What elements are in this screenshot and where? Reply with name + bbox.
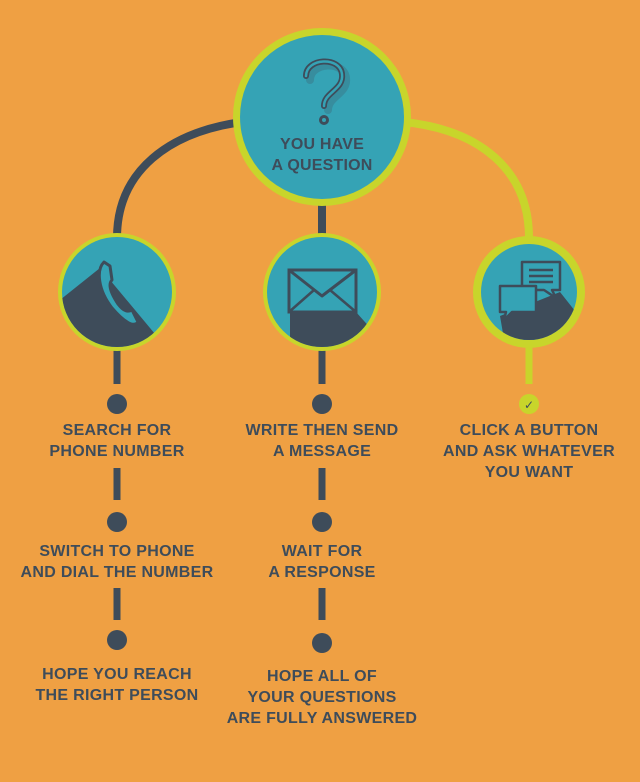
step-left-2: SWITCH TO PHONE AND DIAL THE NUMBER (7, 541, 227, 583)
step-left-2-line-2: AND DIAL THE NUMBER (20, 564, 214, 581)
step-center-3-line-3: ARE FULLY ANSWERED (226, 710, 418, 727)
step-center-1-line-2: A MESSAGE (272, 443, 372, 460)
chat-node (473, 236, 585, 348)
step-right-1-line-2: AND ASK WHATEVER (443, 443, 615, 460)
step-dot-center-1 (312, 394, 332, 414)
step-center-2-line-2: A RESPONSE (268, 564, 376, 581)
step-dot-center-2 (312, 512, 332, 532)
step-center-1-line-1: WRITE THEN SEND (245, 422, 399, 439)
question-mark-icon (303, 58, 351, 125)
step-left-1-line-1: SEARCH FOR (62, 422, 172, 439)
root-label: YOU HAVE A QUESTION (252, 134, 392, 176)
step-center-3-line-1: HOPE ALL OF (267, 668, 377, 685)
step-left-3: HOPE YOU REACH THE RIGHT PERSON (17, 664, 217, 706)
root-label-line-2: A QUESTION (271, 157, 373, 174)
step-left-3-line-1: HOPE YOU REACH (42, 666, 192, 683)
step-right-1-line-3: YOU WANT (484, 464, 574, 481)
step-center-3-line-2: YOUR QUESTIONS (247, 689, 397, 706)
step-center-1: WRITE THEN SEND A MESSAGE (217, 420, 427, 462)
step-dot-center-3 (312, 633, 332, 653)
step-center-2-line-1: WAIT FOR (281, 543, 363, 560)
step-center-3: HOPE ALL OF YOUR QUESTIONS ARE FULLY ANS… (212, 666, 432, 729)
step-left-2-line-1: SWITCH TO PHONE (39, 543, 195, 560)
check-mark-icon: ✓ (524, 398, 534, 412)
step-left-1-line-2: PHONE NUMBER (49, 443, 185, 460)
connector-arc-right (403, 118, 533, 239)
step-dot-left-3 (107, 630, 127, 650)
step-center-2: WAIT FOR A RESPONSE (222, 541, 422, 583)
root-node (233, 28, 411, 206)
envelope-node (263, 233, 381, 351)
step-left-3-line-2: THE RIGHT PERSON (35, 687, 199, 704)
chat-bubbles-icon (498, 260, 562, 322)
step-left-1: SEARCH FOR PHONE NUMBER (17, 420, 217, 462)
step-right-1-line-1: CLICK A BUTTON (459, 422, 599, 439)
step-right-1: CLICK A BUTTON AND ASK WHATEVER YOU WANT (424, 420, 634, 483)
step-dot-left-2 (107, 512, 127, 532)
phone-node (58, 233, 176, 351)
phone-icon (97, 260, 140, 326)
step-dot-right-1 (519, 394, 539, 414)
step-dot-left-1 (107, 394, 127, 414)
root-label-line-1: YOU HAVE (280, 136, 364, 153)
envelope-icon (287, 268, 358, 314)
connector-arc-left (113, 118, 243, 239)
